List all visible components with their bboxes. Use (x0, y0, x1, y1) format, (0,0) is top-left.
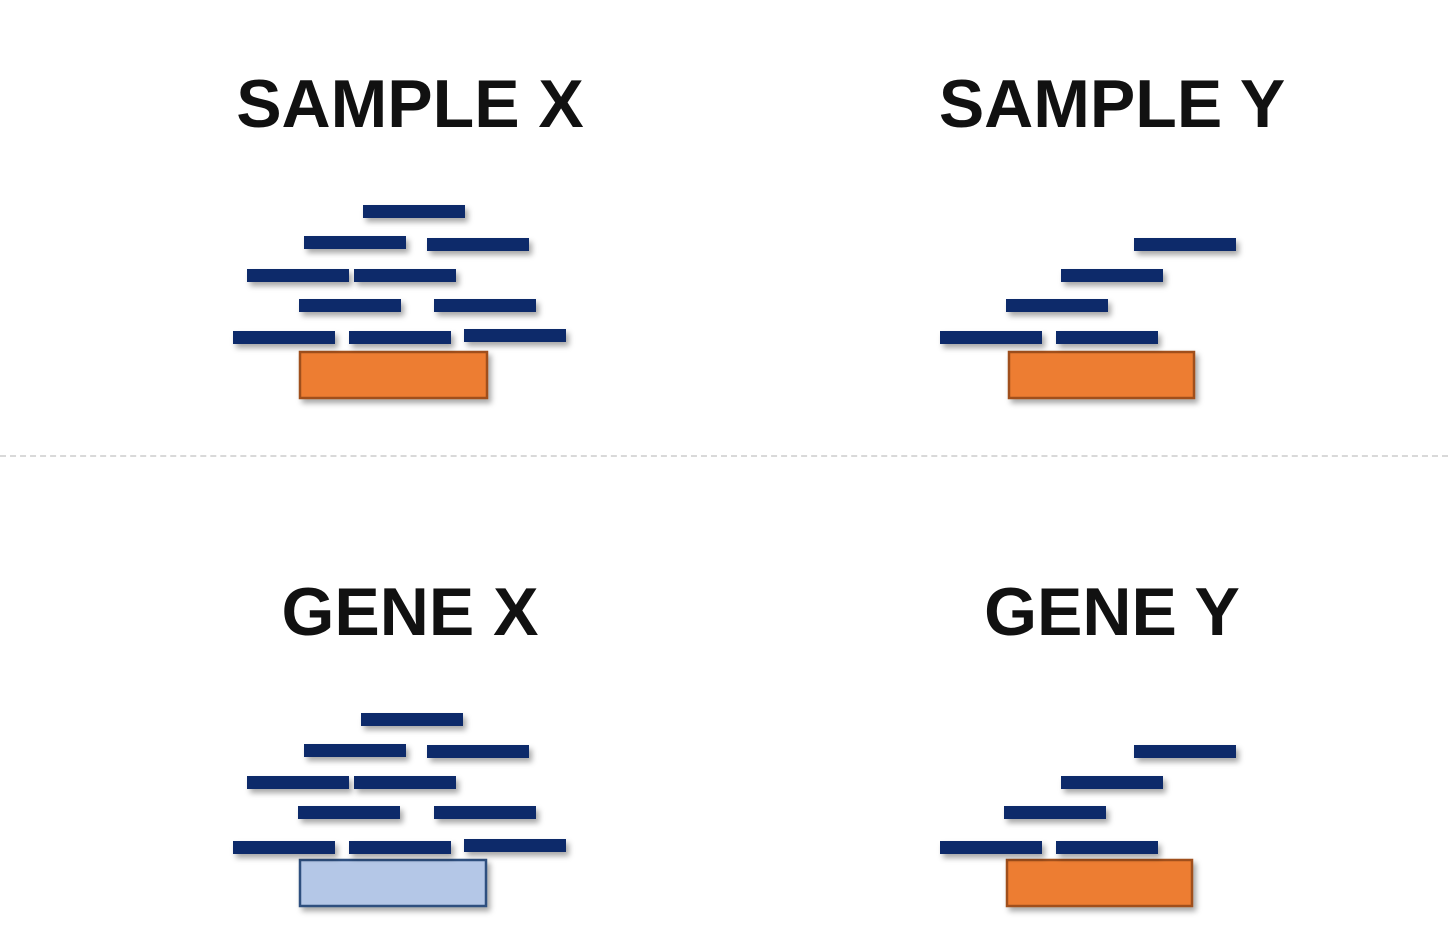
panel-title-sample-y: SAMPLE Y (938, 66, 1286, 142)
read-bar (1056, 841, 1158, 854)
read-bar (299, 299, 401, 312)
read-bar (247, 776, 349, 789)
read-bar (1061, 776, 1163, 789)
read-bar (354, 776, 456, 789)
read-bar (940, 841, 1042, 854)
feature-box (1005, 858, 1194, 908)
read-bar (464, 329, 566, 342)
read-bar (1056, 331, 1158, 344)
read-bar (233, 331, 335, 344)
panel-gene-y (775, 745, 1415, 908)
read-bar (1004, 806, 1106, 819)
panel-sample-y (775, 238, 1415, 400)
panel-divider (0, 455, 1448, 457)
read-bar (434, 806, 536, 819)
read-bar (361, 713, 463, 726)
read-bar (427, 238, 529, 251)
read-bar (363, 205, 465, 218)
read-bar (349, 331, 451, 344)
read-bar (434, 299, 536, 312)
panel-sample-x (68, 205, 708, 400)
read-bar (1134, 745, 1236, 758)
read-bar (1061, 269, 1163, 282)
read-bar (940, 331, 1042, 344)
read-bar (464, 839, 566, 852)
panel-title-gene-y: GENE Y (984, 574, 1240, 650)
feature-box (298, 858, 488, 908)
read-bar (1134, 238, 1236, 251)
panel-title-gene-x: GENE X (281, 574, 539, 650)
panel-title-sample-x: SAMPLE X (236, 66, 584, 142)
read-bar (1006, 299, 1108, 312)
read-bar (298, 806, 400, 819)
read-bar (233, 841, 335, 854)
panel-gene-x (68, 713, 708, 908)
read-bar (354, 269, 456, 282)
read-bar (349, 841, 451, 854)
feature-box (298, 350, 489, 400)
feature-box (1007, 350, 1196, 400)
read-bar (304, 744, 406, 757)
read-bar (427, 745, 529, 758)
read-bar (304, 236, 406, 249)
read-bar (247, 269, 349, 282)
